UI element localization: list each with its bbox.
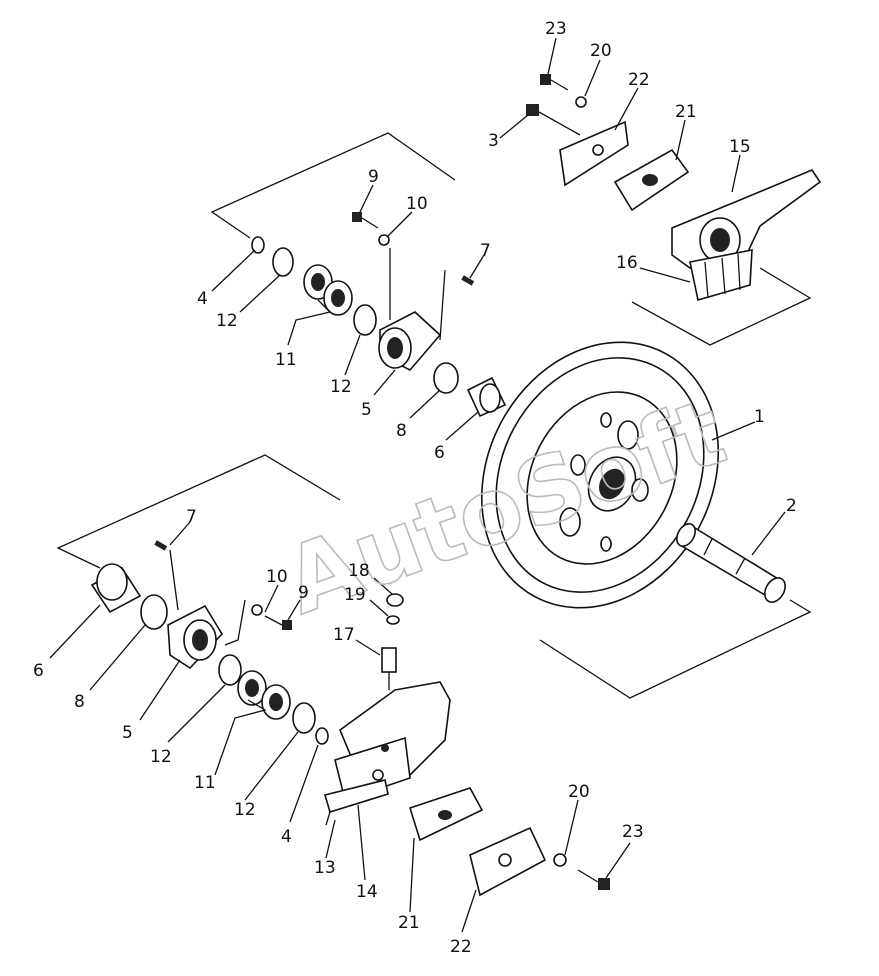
callout-8-upper: 8 (396, 421, 407, 441)
callout-6-upper: 6 (434, 443, 445, 463)
seal-11-upper (303, 264, 353, 316)
washer-20-upper (575, 96, 587, 108)
lower-assembly-bracket (56, 454, 341, 569)
callout-18: 18 (348, 561, 370, 581)
callout-12-lower-b: 12 (234, 800, 256, 820)
bolt-23-lower (577, 869, 610, 890)
support-5-lower (167, 604, 223, 670)
callout-11-upper: 11 (275, 350, 297, 370)
oring-12-upper-b (353, 304, 377, 336)
pin-7-upper (461, 275, 475, 286)
callout-1: 1 (754, 407, 765, 427)
bolt-guide-lower (224, 599, 246, 646)
bolt-9-upper (352, 212, 379, 229)
upper-right-bracket (631, 267, 812, 346)
idler-wheel-part (480, 341, 720, 609)
callout-16: 16 (616, 253, 638, 273)
callout-labels: 1 2 3 4 12 11 12 5 8 6 7 9 10 23 20 22 2… (33, 19, 797, 957)
oring-8-upper (433, 362, 459, 394)
washer-19 (386, 615, 400, 625)
plate-22-upper (559, 120, 629, 187)
callout-5-upper: 5 (361, 400, 372, 420)
callout-13: 13 (314, 858, 336, 878)
callout-9-upper: 9 (368, 167, 379, 187)
callout-5-lower: 5 (122, 723, 133, 743)
bolt-23-upper (540, 74, 569, 91)
callout-12-upper-b: 12 (330, 377, 352, 397)
callout-8-lower: 8 (74, 692, 85, 712)
callout-23-upper: 23 (545, 19, 567, 39)
oring-12-upper-a (272, 247, 294, 277)
callout-21-lower: 21 (398, 913, 420, 933)
callout-9-lower: 9 (298, 583, 309, 603)
shaft-part (676, 523, 786, 603)
guard-15 (671, 169, 822, 269)
callout-6-lower: 6 (33, 661, 44, 681)
callout-7-upper: 7 (480, 241, 491, 261)
callout-20-upper: 20 (590, 41, 612, 61)
callout-7-lower: 7 (186, 507, 197, 527)
pin-guide-upper (439, 269, 446, 341)
callout-22-lower: 22 (450, 937, 472, 957)
guard-13 (334, 681, 451, 802)
bolt-17 (381, 647, 397, 690)
callout-19: 19 (344, 585, 366, 605)
bracket-16 (689, 249, 753, 302)
oring-4-upper (251, 236, 265, 254)
callout-4-lower: 4 (281, 827, 292, 847)
callout-21-upper: 21 (675, 102, 697, 122)
callout-11-lower: 11 (194, 773, 216, 793)
bolt-3 (526, 104, 581, 136)
callout-23-lower: 23 (622, 822, 644, 842)
oring-12-lower-a (218, 654, 242, 686)
callout-22-upper: 22 (628, 70, 650, 90)
callout-12-upper-a: 12 (216, 311, 238, 331)
washer-10-upper (378, 234, 390, 246)
callout-4-upper: 4 (197, 289, 208, 309)
collar-6-upper (466, 376, 507, 418)
pin-guide-lower (169, 549, 179, 611)
seal-11-lower (237, 670, 291, 720)
oring-8-lower (140, 594, 168, 630)
support-5-upper (378, 311, 442, 371)
upper-assembly-bracket (210, 132, 456, 239)
leader-lines (49, 37, 786, 933)
nut-18 (386, 593, 404, 607)
callout-15: 15 (729, 137, 751, 157)
right-shaft-bracket (539, 599, 812, 699)
collar-6-lower (90, 563, 142, 614)
plate-21-lower (409, 787, 484, 842)
callout-17: 17 (333, 625, 355, 645)
washer-10-lower (251, 604, 263, 616)
callout-12-lower-a: 12 (150, 747, 172, 767)
pin-7-lower (154, 540, 168, 551)
callout-10-upper: 10 (406, 194, 428, 214)
callout-20-lower: 20 (568, 782, 590, 802)
washer-20-lower (553, 853, 567, 867)
plate-21-upper (613, 148, 690, 212)
callout-3: 3 (488, 131, 499, 151)
plate-22-lower (469, 826, 547, 897)
callout-10-lower: 10 (266, 567, 288, 587)
callout-2: 2 (786, 496, 797, 516)
callout-14: 14 (356, 882, 378, 902)
bracket-14 (323, 779, 389, 826)
oring-4-lower (315, 727, 329, 745)
oring-12-lower-b (292, 702, 316, 734)
bolt-9-lower (264, 615, 292, 630)
